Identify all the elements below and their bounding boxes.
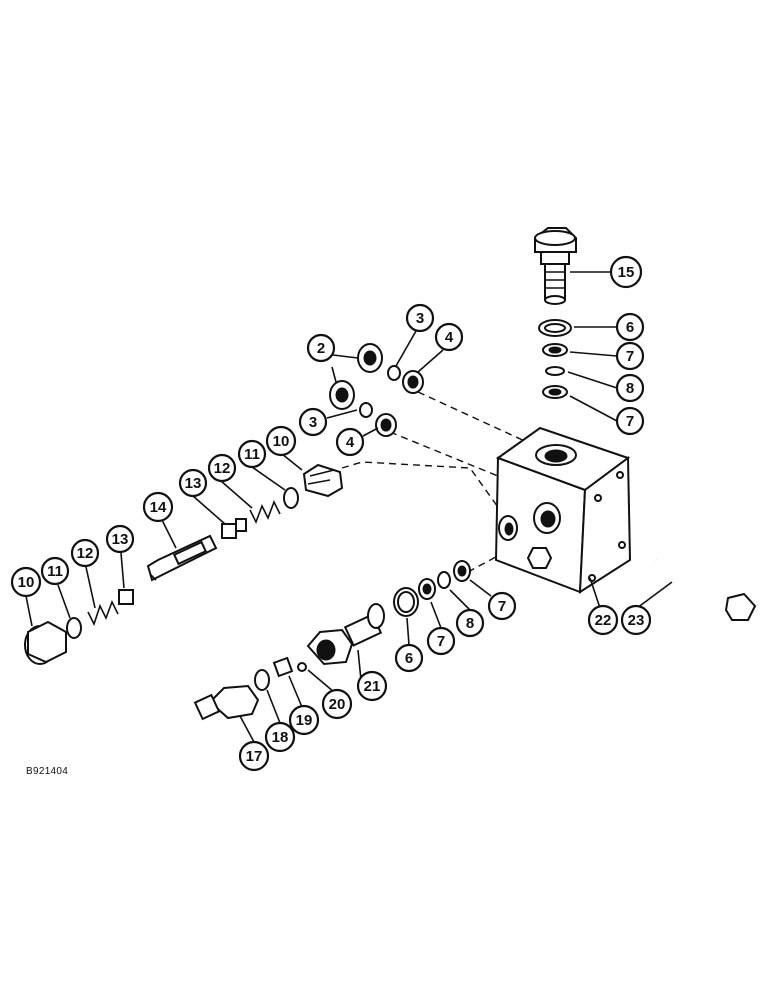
- callout-label: 8: [626, 380, 634, 397]
- lower-seal-stack: [393, 560, 471, 617]
- callout-label: 7: [626, 348, 634, 365]
- top-seal-stack: [538, 319, 572, 399]
- callout-11: 11: [40, 556, 70, 586]
- callout-14: 14: [142, 491, 174, 523]
- callout-3: 3: [405, 303, 435, 333]
- callout-20: 20: [321, 688, 353, 720]
- callout-19: 19: [288, 704, 320, 736]
- callout-8: 8: [615, 373, 645, 403]
- callout-label: 7: [498, 598, 506, 615]
- callout-label: 21: [364, 678, 381, 695]
- callout-label: 2: [317, 340, 325, 357]
- lower-plug-assembly: [24, 589, 134, 665]
- callout-label: 19: [296, 712, 313, 729]
- callout-label: 11: [47, 563, 63, 580]
- callout-label: 13: [185, 475, 202, 492]
- bolt: [654, 557, 757, 621]
- callout-3: 3: [298, 407, 328, 437]
- callout-label: 4: [445, 329, 454, 346]
- upper-seal-stack: [329, 343, 424, 437]
- callout-label: 17: [246, 748, 263, 765]
- spool: [146, 534, 218, 582]
- callout-23: 23: [620, 604, 652, 636]
- check-parts: [193, 656, 307, 721]
- fitting: [306, 603, 385, 666]
- callout-label: 15: [618, 264, 635, 281]
- callout-label: 12: [77, 545, 94, 562]
- callout-label: 14: [150, 499, 167, 516]
- callout-label: 3: [416, 310, 424, 327]
- callout-7: 7: [426, 626, 456, 656]
- callout-label: 20: [329, 696, 346, 713]
- callout-11: 11: [237, 439, 267, 469]
- callout-18: 18: [264, 721, 296, 753]
- callout-17: 17: [238, 740, 270, 772]
- callout-7: 7: [487, 591, 517, 621]
- callout-7: 7: [615, 406, 645, 436]
- callout-12: 12: [70, 538, 100, 568]
- callout-label: 18: [272, 729, 289, 746]
- callout-label: 22: [595, 612, 612, 629]
- callout-label: 12: [214, 460, 231, 477]
- callout-label: 6: [626, 319, 634, 336]
- upper-plug-assembly: [221, 463, 344, 539]
- callout-4: 4: [434, 322, 464, 352]
- callout-label: 8: [466, 615, 474, 632]
- callout-7: 7: [615, 341, 645, 371]
- callout-6: 6: [394, 643, 424, 673]
- callout-21: 21: [356, 670, 388, 702]
- callout-2: 2: [306, 333, 336, 363]
- assembly-lines: [341, 391, 541, 573]
- callout-label: 11: [244, 446, 260, 463]
- valve-body: [494, 426, 632, 594]
- callout-8: 8: [455, 608, 485, 638]
- callout-label: 7: [437, 633, 445, 650]
- callout-6: 6: [615, 312, 645, 342]
- callout-label: 4: [346, 434, 355, 451]
- callout-12: 12: [207, 453, 237, 483]
- callout-13: 13: [178, 468, 208, 498]
- relief-valve-cartridge: [534, 227, 577, 305]
- callout-label: 23: [628, 612, 645, 629]
- callout-label: 10: [18, 574, 35, 591]
- callout-4: 4: [335, 427, 365, 457]
- callout-22: 22: [587, 604, 619, 636]
- callout-label: 7: [626, 413, 634, 430]
- callout-13: 13: [105, 524, 135, 554]
- callout-10: 10: [265, 425, 297, 457]
- callout-label: 6: [405, 650, 413, 667]
- callout-label: 10: [273, 433, 290, 450]
- callout-label: 3: [309, 414, 317, 431]
- callout-15: 15: [609, 255, 643, 289]
- figure-code: B921404: [26, 766, 69, 777]
- callout-label: 13: [112, 531, 129, 548]
- callout-10: 10: [10, 566, 42, 598]
